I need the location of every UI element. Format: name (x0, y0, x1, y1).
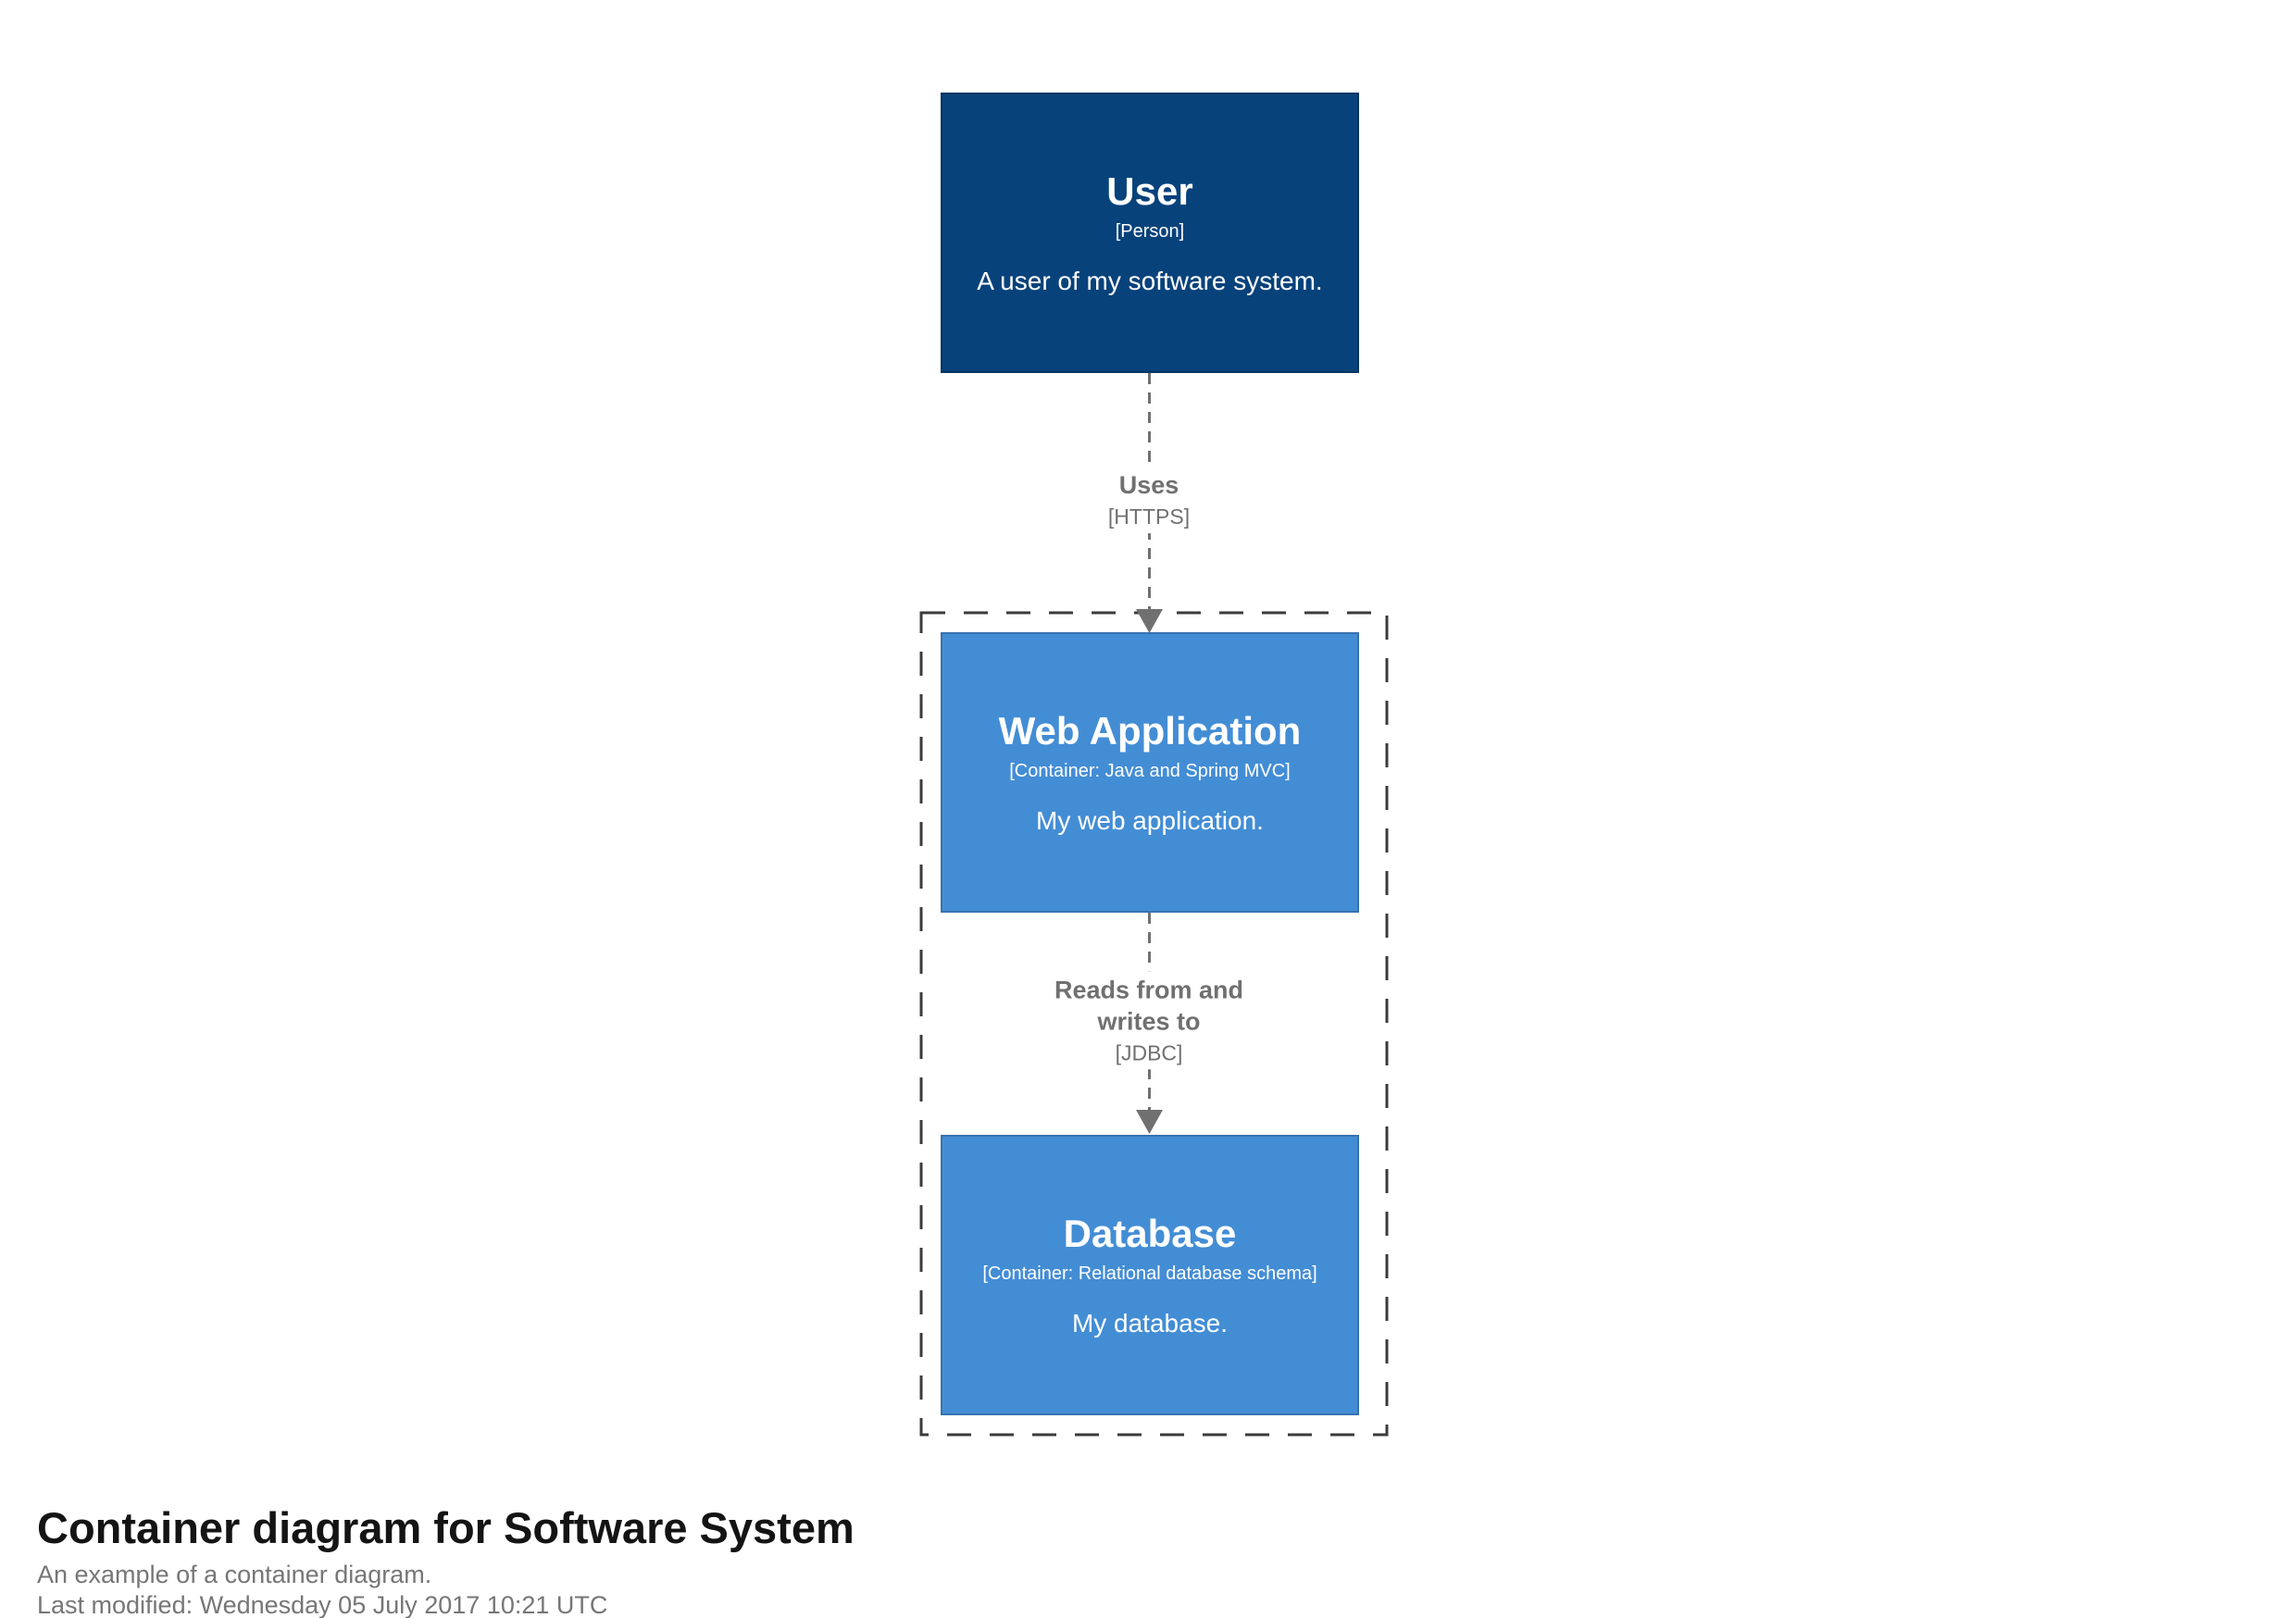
relationship-jdbc-arrowhead (1136, 1110, 1163, 1134)
node-description: My web application. (1036, 806, 1264, 836)
node-name: Web Application (998, 708, 1302, 753)
relationship-uses-label[interactable]: Uses [HTTPS] (1094, 467, 1204, 533)
node-user[interactable]: User [Person] A user of my software syst… (941, 93, 1359, 373)
diagram-subtitle: An example of a container diagram. (37, 1561, 432, 1589)
node-web-application[interactable]: Web Application [Container: Java and Spr… (941, 632, 1359, 913)
relationship-label-text: Reads from and writes to (1054, 976, 1244, 1035)
relationship-uses-arrowhead (1136, 609, 1163, 633)
relationship-technology-text: [HTTPS] (1107, 504, 1191, 529)
relationship-jdbc-label[interactable]: Reads from and writes to [JDBC] (1014, 971, 1284, 1069)
node-name: User (1106, 168, 1193, 213)
diagram-title: Container diagram for Software System (37, 1503, 855, 1552)
diagram-footer: Container diagram for Software System An… (37, 1503, 855, 1618)
node-metadata: [Person] (1115, 221, 1185, 243)
node-name: Database (1063, 1211, 1237, 1255)
node-metadata: [Container: Java and Spring MVC] (1009, 761, 1291, 782)
diagram-last-modified: Last modified: Wednesday 05 July 2017 10… (37, 1590, 608, 1618)
relationship-label-text: Uses (1118, 471, 1179, 500)
relationship-technology-text: [JDBC] (1115, 1039, 1183, 1064)
node-description: A user of my software system. (977, 267, 1323, 296)
node-metadata: [Container: Relational database schema] (982, 1263, 1317, 1285)
node-description: My database. (1071, 1309, 1229, 1338)
node-database[interactable]: Database [Container: Relational database… (941, 1135, 1359, 1415)
